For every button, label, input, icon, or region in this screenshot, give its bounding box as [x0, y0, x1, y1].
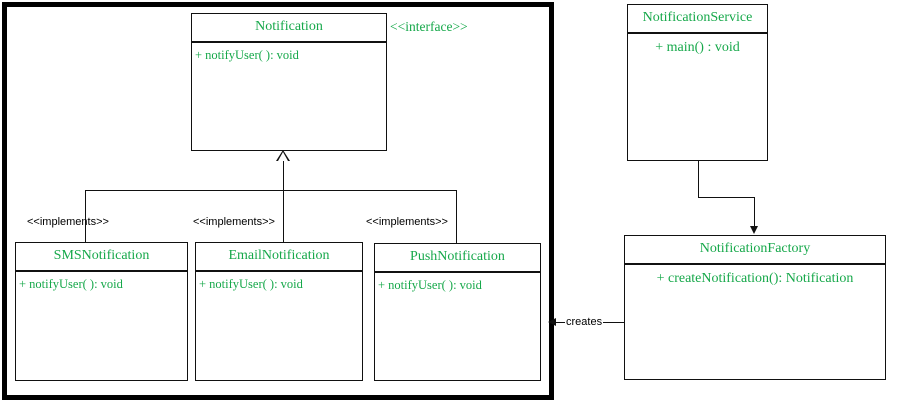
notification-group-container: [2, 2, 554, 400]
service-factory-connector-segment-3: [754, 197, 755, 227]
generalization-drop-email: [283, 190, 284, 242]
class-title-push-notification: PushNotification: [375, 244, 540, 272]
service-factory-connector-segment-2: [698, 197, 754, 198]
generalization-bus-line: [85, 190, 456, 191]
class-members-notification-service: + main() : void: [628, 36, 767, 160]
class-member: + createNotification(): Notification: [656, 271, 854, 286]
class-title-notification-factory: NotificationFactory: [625, 236, 885, 264]
class-members-notification: + notifyUser( ): void: [192, 45, 386, 150]
class-separator: [16, 271, 187, 274]
class-member: + main() : void: [655, 40, 740, 55]
class-separator: [628, 33, 767, 36]
class-member: + notifyUser( ): void: [19, 277, 123, 291]
creates-arrowhead-icon: [548, 318, 556, 326]
service-factory-connector-segment-1: [698, 161, 699, 198]
class-box-notification-factory[interactable]: NotificationFactory + createNotification…: [624, 235, 886, 380]
service-factory-arrowhead-icon: [750, 226, 758, 234]
class-box-sms-notification[interactable]: SMSNotification + notifyUser( ): void: [15, 242, 188, 381]
class-members-push-notification: + notifyUser( ): void: [375, 275, 540, 380]
generalization-drop-push: [456, 190, 457, 243]
class-members-notification-factory: + createNotification(): Notification: [625, 267, 885, 379]
class-separator: [625, 264, 885, 267]
class-title-sms-notification: SMSNotification: [16, 243, 187, 271]
class-separator: [375, 272, 540, 275]
stereotype-implements-email: <<implements>>: [193, 216, 275, 228]
class-members-email-notification: + notifyUser( ): void: [196, 274, 362, 380]
class-title-notification: Notification: [192, 14, 386, 42]
class-box-email-notification[interactable]: EmailNotification + notifyUser( ): void: [195, 242, 363, 381]
class-member: + notifyUser( ): void: [378, 278, 482, 292]
class-member: + notifyUser( ): void: [195, 48, 299, 62]
stereotype-implements-sms: <<implements>>: [27, 216, 109, 228]
class-title-email-notification: EmailNotification: [196, 243, 362, 271]
creates-label: creates: [565, 316, 604, 328]
stereotype-implements-push: <<implements>>: [366, 216, 448, 228]
class-box-notification[interactable]: Notification + notifyUser( ): void: [191, 13, 387, 151]
class-box-notification-service[interactable]: NotificationService + main() : void: [627, 4, 768, 161]
generalization-arrowhead-icon: [276, 150, 290, 161]
class-title-notification-service: NotificationService: [628, 5, 767, 33]
class-box-push-notification[interactable]: PushNotification + notifyUser( ): void: [374, 243, 541, 381]
class-separator: [192, 42, 386, 45]
generalization-drop-sms: [85, 190, 86, 242]
class-member: + notifyUser( ): void: [199, 277, 303, 291]
generalization-stem: [283, 161, 284, 190]
class-separator: [196, 271, 362, 274]
class-members-sms-notification: + notifyUser( ): void: [16, 274, 187, 380]
stereotype-interface-label: <<interface>>: [390, 19, 468, 34]
